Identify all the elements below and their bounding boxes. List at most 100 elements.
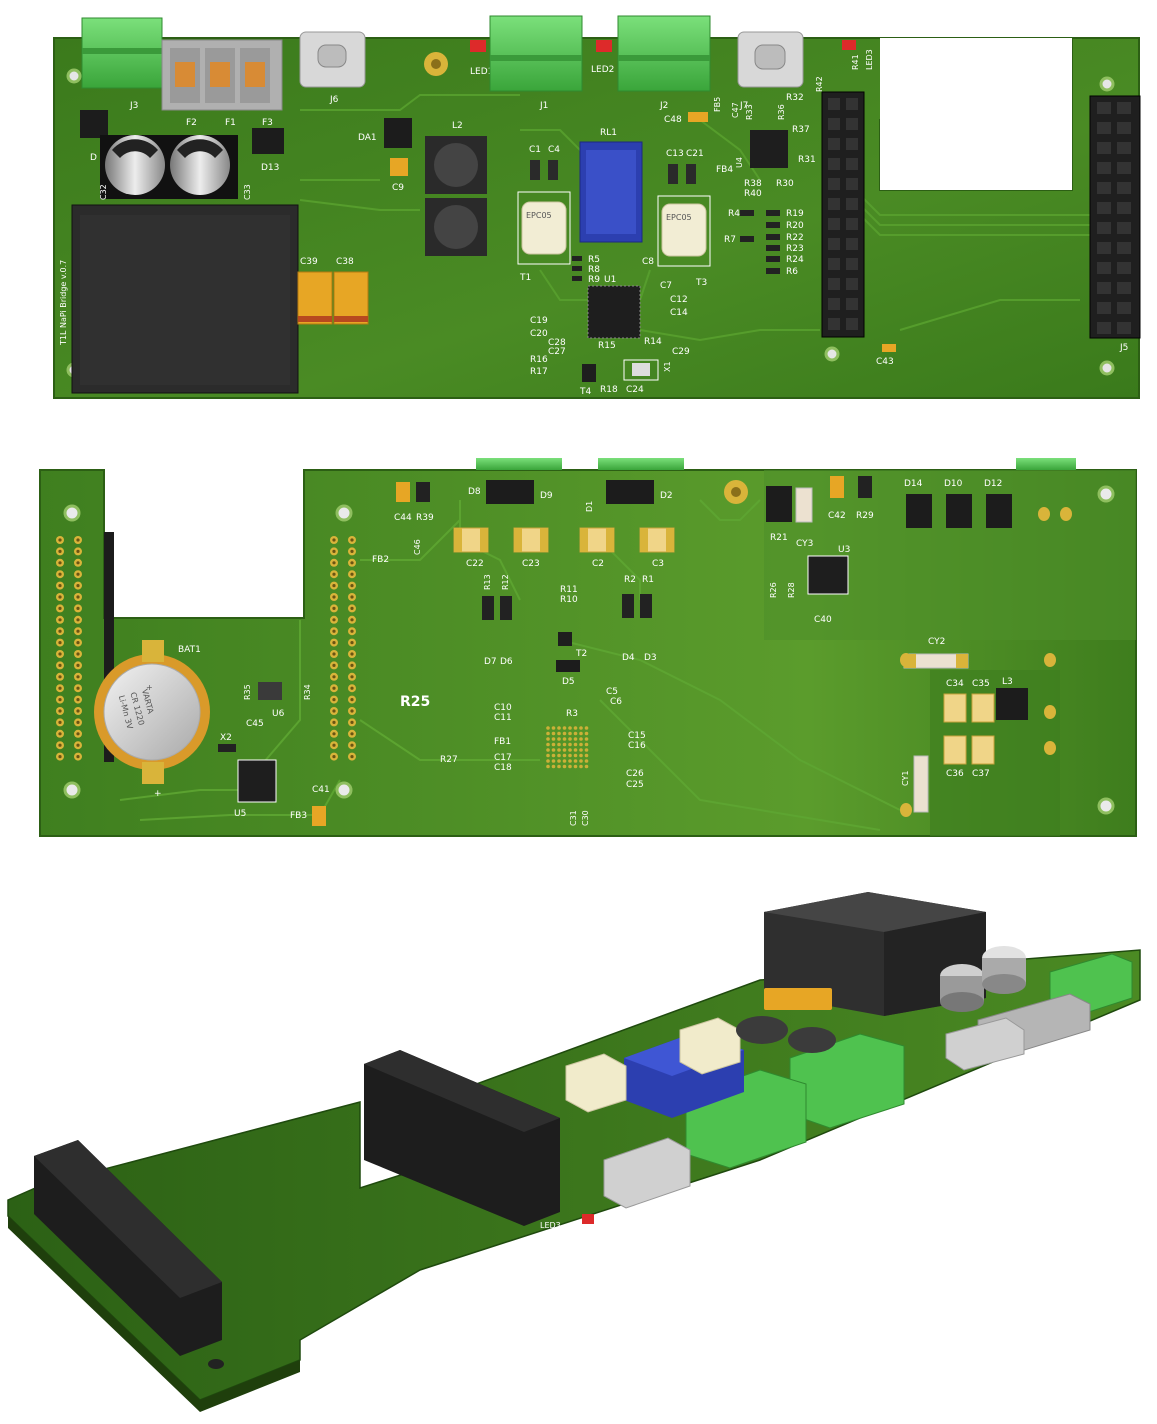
bga-ball [584,764,589,769]
label-c14: C14 [670,308,688,318]
label-c43: C43 [876,357,894,367]
bga-ball [546,753,550,758]
label-j5: J5 [1119,343,1128,353]
cap-c21 [686,164,696,184]
bga-ball [562,742,567,747]
label-r42: R42 [815,76,824,92]
bga-ball [579,764,583,769]
coin-cell-battery-bat1: VARTA CR 1220 Li-Mn 3V + [94,640,210,784]
bga-ball [562,731,567,736]
label-r33: R33 [745,104,754,120]
diode-d12 [986,494,1012,528]
label-r9: R9 [588,275,600,285]
label-r2: R2 [624,575,636,585]
cap-c37 [971,735,995,765]
bga-ball [584,731,589,736]
label-x2: X2 [220,733,232,743]
label-d5: D5 [562,677,575,687]
bga-ball [579,737,583,741]
bga-ball [551,764,556,769]
bga-ball [562,753,567,758]
label-u4: U4 [735,157,744,168]
label-c38: C38 [336,257,354,267]
bga-ball [546,748,550,752]
iso-label-led3: LED3 [540,1221,561,1230]
bga-ball [557,726,561,730]
label-u3: U3 [838,545,850,555]
bga-ball [551,753,556,758]
label-c37: C37 [972,769,990,779]
bga-ball [557,737,561,741]
res-r39 [416,482,430,502]
svg-text:+: + [146,683,153,692]
label-r32: R32 [786,93,804,103]
label-r5: R5 [588,255,600,265]
label-c31: C31 [569,810,578,826]
mount-hole [1099,76,1115,92]
transistor-t4 [582,364,596,382]
bga-ball [579,753,583,758]
label-r7: R7 [724,235,736,245]
res-r29 [858,476,872,498]
iso-3d-view: LED3 [7,892,1141,1412]
iso-xfmr-2 [679,1017,741,1075]
label-fb5: FB5 [713,97,722,112]
label-r13: R13 [483,574,492,590]
res-r1 [640,594,652,618]
label-r21: R21 [770,533,788,543]
label-c1: C1 [529,145,541,155]
label-j7: J7 [739,101,748,111]
label-r17: R17 [530,367,548,377]
label-r1: R1 [642,575,654,585]
bga-ball [562,726,567,730]
label-c8: C8 [642,257,654,267]
label-r10: R10 [560,595,578,605]
label-f3: F3 [262,118,273,128]
label-c29: C29 [672,347,690,357]
label-j6: J6 [329,95,339,105]
bga-ball [551,759,556,763]
inductor-l3 [996,688,1028,720]
pin-grid-left [56,536,82,761]
label-c33: C33 [243,184,252,200]
bga-ball [584,737,589,741]
label-f2: F2 [186,118,197,128]
bga-footprint [546,726,589,769]
bga-ball [584,748,589,752]
label-t4: T4 [579,387,591,397]
bga-ball [562,737,567,741]
label-c7: C7 [660,281,672,291]
label-c32: C32 [99,184,108,200]
bga-ball [557,731,561,736]
bga-ball [557,759,561,763]
tantalum-cap-c39 [297,271,333,325]
transistor-t2 [558,632,572,646]
diode-d10 [946,494,972,528]
label-x1: X1 [663,361,672,372]
bga-ball [551,748,556,752]
label-fb4: FB4 [716,165,733,175]
led-1 [470,40,486,52]
label-c48: C48 [664,115,682,125]
label-c4: C4 [548,145,560,155]
label-c34: C34 [946,679,964,689]
cap-c44 [396,482,410,502]
label-j1: J1 [539,101,548,111]
label-r28: R28 [787,582,796,598]
label-c21: C21 [686,149,704,159]
bga-ball [546,731,550,736]
label-d4: D4 [622,653,635,663]
bga-ball [573,731,578,736]
bga-ball [573,759,578,763]
label-r16: R16 [530,355,548,365]
label-t3: T3 [695,278,707,288]
label-d6: D6 [500,657,513,667]
label-d1: D1 [585,501,594,512]
bga-ball [557,742,561,747]
bga-ball [568,726,572,730]
cap-c35 [971,693,995,723]
label-r12: R12 [501,574,510,590]
iso-usb-2 [603,1137,691,1209]
label-c28: C28 [548,338,566,348]
pin-grid-mid [330,536,356,761]
